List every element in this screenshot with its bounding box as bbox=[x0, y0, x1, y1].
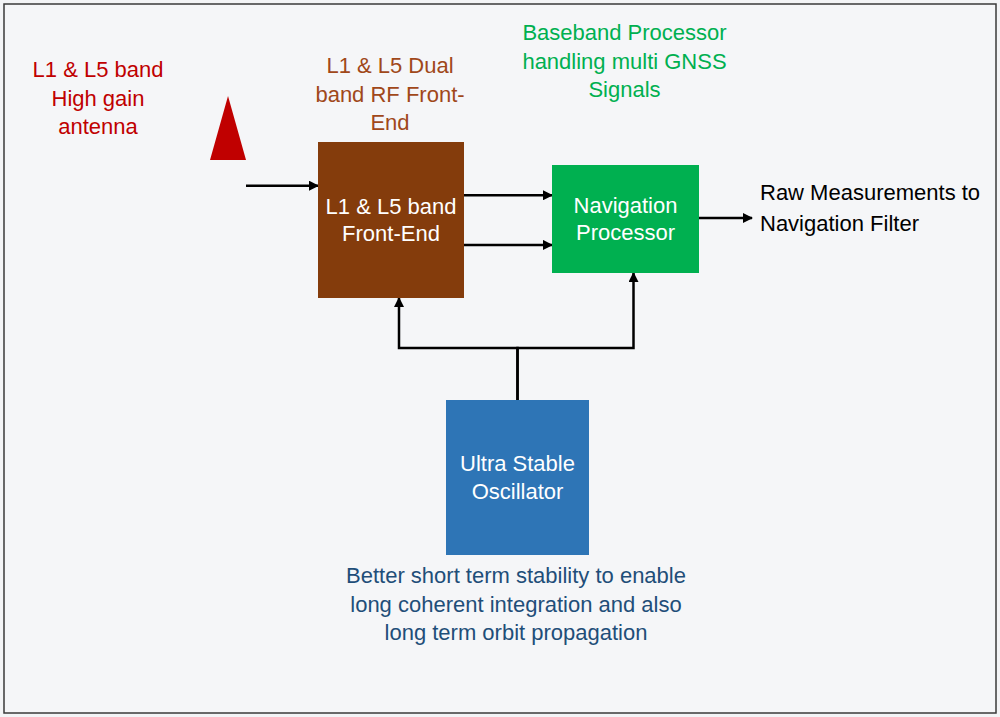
connector-arrow bbox=[464, 194, 552, 197]
output-arrow bbox=[697, 217, 752, 220]
processor-text: Navigation Processor bbox=[552, 165, 699, 273]
front-end-text: L1 & L5 band Front-End bbox=[318, 142, 464, 298]
front-end-heading: L1 & L5 Dual band RF Front-End bbox=[310, 52, 470, 138]
antenna-symbol bbox=[210, 96, 246, 160]
processor-box: Baseband Processor handling multi GNSS S… bbox=[552, 165, 699, 273]
outer-border bbox=[4, 4, 996, 713]
oscillator-text: Ultra Stable Oscillator bbox=[446, 400, 589, 555]
antenna-label: L1 & L5 band High gain antenna bbox=[18, 56, 178, 142]
processor-heading: Baseband Processor handling multi GNSS S… bbox=[517, 19, 732, 105]
output-label: Raw Measurements to Navigation Filter bbox=[760, 178, 992, 240]
antenna-node: L1 & L5 band High gain antenna bbox=[210, 96, 246, 160]
front-end-box: L1 & L5 Dual band RF Front-EndL1 & L5 ba… bbox=[318, 142, 464, 298]
oscillator-box: Ultra Stable OscillatorBetter short term… bbox=[446, 400, 589, 555]
connector-arrow bbox=[246, 184, 318, 187]
oscillator-note: Better short term stability to enable lo… bbox=[336, 562, 696, 648]
connector-arrow bbox=[464, 244, 552, 247]
connector-arrow bbox=[399, 298, 518, 400]
connector-arrow bbox=[518, 273, 634, 400]
antenna-triangle bbox=[210, 96, 246, 160]
